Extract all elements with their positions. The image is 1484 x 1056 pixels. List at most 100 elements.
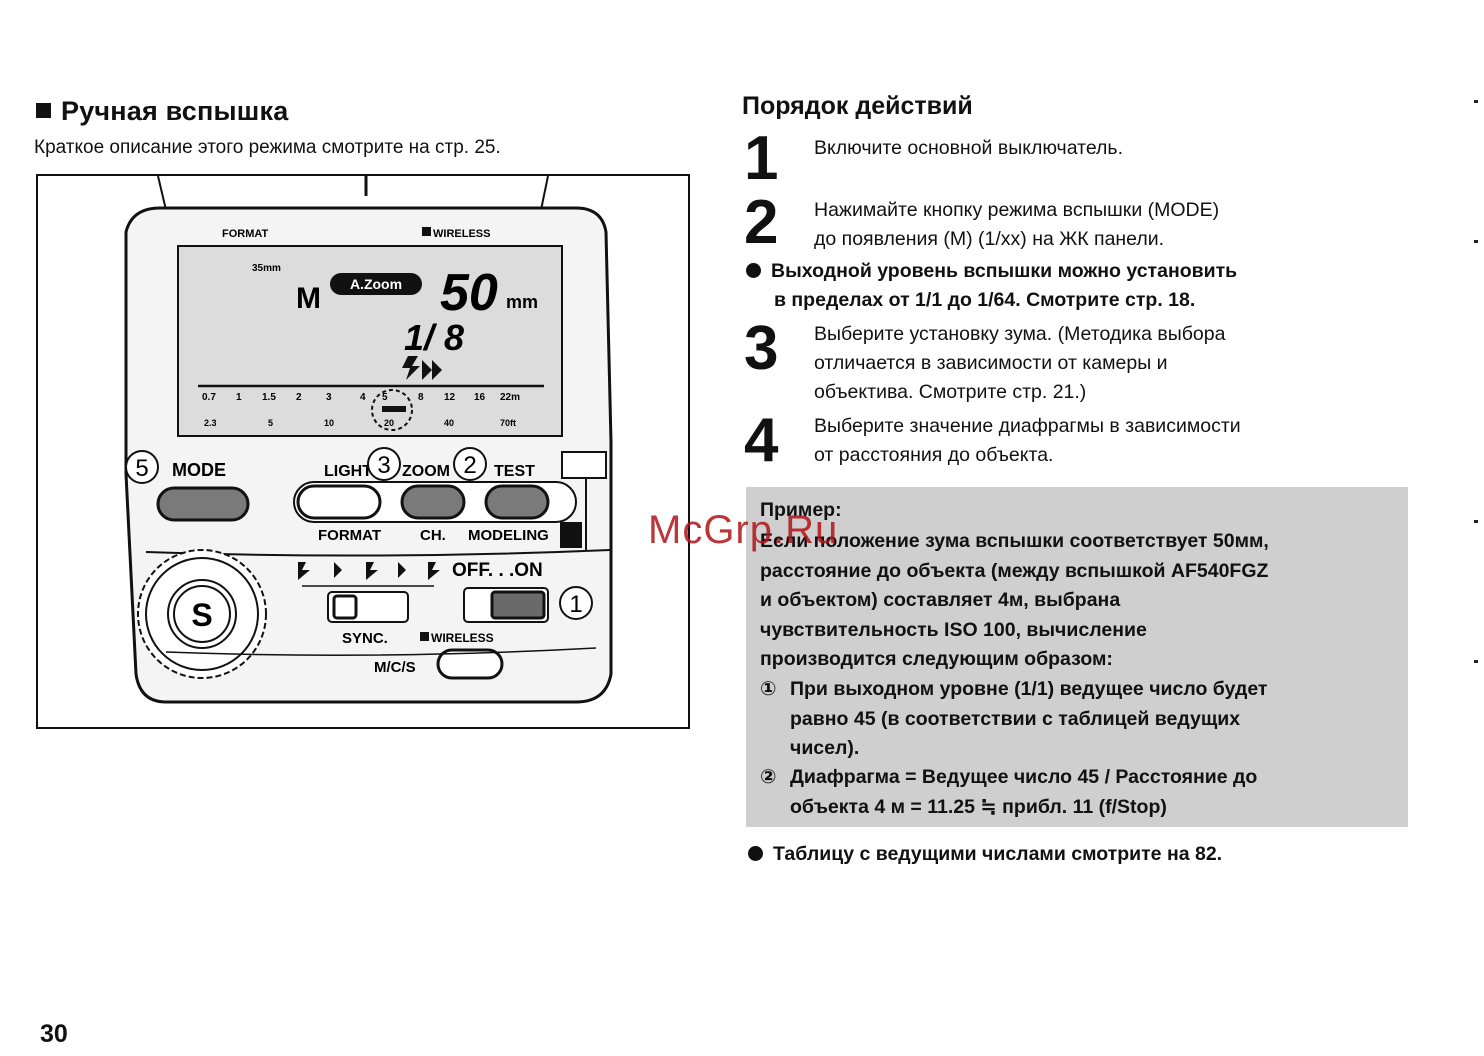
- lcd-distance-scale-bottom: 2.3 5 10 20 40 70ft: [204, 418, 516, 428]
- light-label: LIGHT: [324, 463, 372, 480]
- example-body: Если положение зума вспышки соответствуе…: [760, 527, 1400, 675]
- svg-text:1: 1: [236, 392, 242, 403]
- svg-text:5: 5: [382, 392, 388, 403]
- example-title: Пример:: [760, 499, 842, 521]
- fp-arrows-icon: [422, 360, 442, 380]
- step-3-number: 3: [744, 314, 779, 383]
- zoom-label: ZOOM: [402, 463, 450, 480]
- svg-text:3: 3: [326, 392, 332, 403]
- lcd-wireless-label: WIRELESS: [433, 228, 490, 240]
- dial-label: S: [191, 597, 212, 633]
- lcd-format-label: FORMAT: [222, 228, 269, 240]
- step-4-text: Выберите значение диафрагмы в зависимост…: [814, 412, 1241, 470]
- mode-label: MODE: [172, 460, 226, 480]
- example-item-line: При выходном уровне (1/1) ведущее число …: [790, 678, 1268, 700]
- page-number: 30: [40, 1020, 68, 1048]
- output-level-note: Выходной уровень вспышки можно установит…: [746, 257, 1237, 315]
- svg-text:22m: 22m: [500, 392, 520, 403]
- example-line: и объектом) составляет 4м, выбрана: [760, 589, 1121, 611]
- section-subtitle: Краткое описание этого режима смотрите н…: [34, 137, 501, 158]
- callout-1: 1: [569, 591, 582, 618]
- example-item-line: равно 45 (в соответствии с таблицей веду…: [790, 707, 1241, 730]
- light-button[interactable]: [296, 484, 382, 520]
- example-item-2: ② Диафрагма = Ведущее число 45 / Расстоя…: [760, 763, 1400, 822]
- svg-text:0.7: 0.7: [202, 392, 216, 403]
- callout-2: 5: [135, 455, 148, 482]
- step-1-number: 1: [744, 124, 779, 193]
- lcd-zoom-badge: A.Zoom: [350, 276, 402, 292]
- edge-mark: [1474, 520, 1478, 523]
- step-2-number: 2: [744, 188, 779, 257]
- note-line: Выходной уровень вспышки можно установит…: [771, 260, 1238, 282]
- test-button[interactable]: [484, 484, 550, 520]
- step-1-text: Включите основной выключатель.: [814, 134, 1123, 163]
- step-4-line: от расстояния до объекта.: [814, 444, 1054, 466]
- callout-3: 3: [377, 452, 390, 479]
- step-3-line: объектива. Смотрите стр. 21.): [814, 381, 1087, 403]
- test-label: TEST: [494, 463, 535, 480]
- svg-text:2: 2: [296, 392, 302, 403]
- square-bullet-icon: [36, 103, 51, 118]
- svg-text:5: 5: [268, 418, 273, 428]
- watermark: McGrp.Ru: [648, 508, 839, 552]
- power-switch-label: OFF. . .ON: [452, 560, 543, 581]
- step-1-line: Включите основной выключатель.: [814, 137, 1123, 159]
- svg-text:20: 20: [384, 418, 394, 428]
- step-4-line: Выберите значение диафрагмы в зависимост…: [814, 415, 1241, 437]
- svg-text:2.3: 2.3: [204, 418, 217, 428]
- zoom-button[interactable]: [400, 484, 466, 520]
- svg-text:70ft: 70ft: [500, 418, 516, 428]
- sync-mode-icons: [298, 562, 440, 587]
- mcs-button[interactable]: [436, 648, 504, 680]
- flash-control-panel-diagram: FORMAT WIRELESS 35mm M A.Zoom 50 mm 1/ 8…: [36, 174, 690, 729]
- example-item-line: объекта 4 м = 11.25 ≒ прибл. 11 (f/Stop): [790, 795, 1167, 818]
- svg-text:10: 10: [324, 418, 334, 428]
- step-3-text: Выберите установку зума. (Методика выбор…: [814, 320, 1225, 407]
- flash-bolt-icon: [402, 356, 420, 380]
- bullet-dot-icon: [746, 263, 761, 278]
- example-item-1: ① При выходном уровне (1/1) ведущее числ…: [760, 675, 1400, 764]
- example-line: расстояние до объекта (между вспышкой AF…: [760, 559, 1269, 582]
- example-item-line: чисел).: [790, 737, 860, 759]
- edge-mark: [1474, 100, 1478, 103]
- lcd-focal-unit: mm: [506, 292, 538, 312]
- callout-5: 2: [463, 452, 476, 479]
- lcd-power: 1/ 8: [404, 317, 464, 358]
- mcs-label: M/C/S: [374, 659, 416, 676]
- wireless-switch-label: WIRELESS: [431, 631, 494, 645]
- step-2-line: до появления (М) (1/хх) на ЖК панели.: [814, 228, 1165, 250]
- final-note-text: Таблицу с ведущими числами смотрите на 8…: [773, 843, 1223, 865]
- distance-highlight-circle: [371, 389, 413, 431]
- lcd-focal: 50: [440, 264, 498, 322]
- lcd-distance-scale-top: 0.7 1 1.5 2 3 4 5 8 12 16 22m: [202, 392, 520, 403]
- svg-text:4: 4: [360, 392, 366, 403]
- svg-text:8: 8: [418, 392, 424, 403]
- example-line: производится следующим образом:: [760, 648, 1113, 670]
- edge-mark: [1474, 660, 1478, 663]
- guide-number-table-note: Таблицу с ведущими числами смотрите на 8…: [748, 840, 1222, 869]
- mode-button[interactable]: [156, 486, 250, 522]
- lcd-small-focal: 35mm: [252, 263, 281, 274]
- svg-text:1.5: 1.5: [262, 392, 276, 403]
- step-3-line: Выберите установку зума. (Методика выбор…: [814, 323, 1226, 345]
- svg-text:16: 16: [474, 392, 486, 403]
- step-2-line: Нажимайте кнопку режима вспышки (MODE): [814, 199, 1220, 221]
- example-box: Пример: Если положение зума вспышки соот…: [746, 487, 1408, 827]
- step-4-number: 4: [744, 406, 779, 475]
- sync-label: SYNC.: [342, 630, 388, 647]
- section-heading: Ручная вспышка: [36, 96, 288, 127]
- note-line: в пределах от 1/1 до 1/64. Смотрите стр.…: [774, 289, 1196, 311]
- step-3-line: отличается в зависимости от камеры и: [814, 352, 1168, 374]
- example-item-line: Диафрагма = Ведущее число 45 / Расстояни…: [790, 766, 1258, 788]
- example-line: Если положение зума вспышки соответствуе…: [760, 530, 1269, 552]
- bullet-dot-icon: [748, 846, 763, 861]
- edge-mark: [1474, 240, 1478, 243]
- step-2-text: Нажимайте кнопку режима вспышки (MODE) д…: [814, 196, 1219, 254]
- example-line: чувствительность ISO 100, вычисление: [760, 618, 1147, 641]
- lcd-mode: M: [296, 282, 321, 315]
- svg-text:12: 12: [444, 392, 456, 403]
- ch-label: CH.: [420, 527, 446, 544]
- circled-one-marker: ①: [760, 678, 777, 700]
- format-label: FORMAT: [318, 527, 381, 544]
- svg-text:40: 40: [444, 418, 454, 428]
